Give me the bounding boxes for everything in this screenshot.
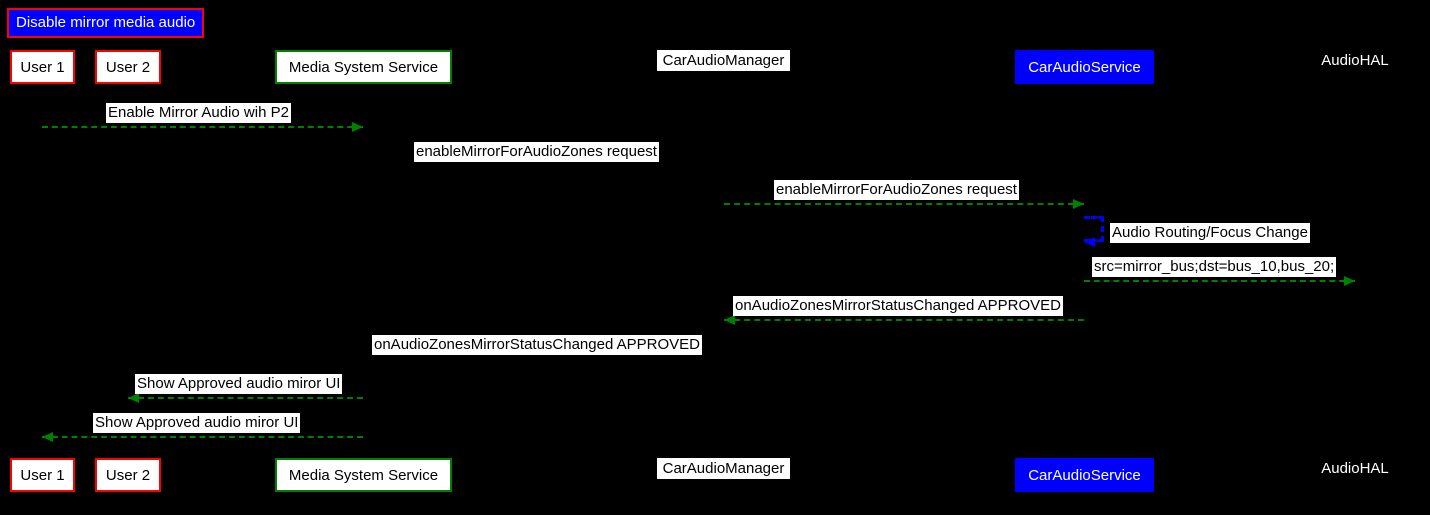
message-line-m5 (1084, 280, 1355, 282)
message-line-m9 (42, 436, 363, 438)
lifeline-mss (363, 84, 364, 458)
arrowhead-m4 (1084, 237, 1095, 247)
participant-label: User 1 (20, 466, 65, 484)
message-label-m2: enableMirrorForAudioZones request (414, 142, 659, 162)
participant-user1[interactable]: User 1 (10, 458, 75, 492)
participant-label: Media System Service (288, 466, 439, 484)
participant-label: AudioHAL (1321, 460, 1389, 477)
participant-user2[interactable]: User 2 (95, 458, 161, 492)
arrowhead-m9 (42, 432, 53, 442)
participant-label: CarAudioManager (662, 52, 785, 69)
message-label-m8: Show Approved audio miror UI (135, 374, 343, 394)
participant-audiohal[interactable]: AudioHAL (1312, 50, 1398, 71)
arrowhead-m2 (713, 161, 724, 171)
lifeline-cas (1084, 84, 1085, 458)
participant-audiohal[interactable]: AudioHAL (1312, 458, 1398, 479)
participant-mss[interactable]: Media System Service (275, 50, 452, 84)
message-label-m4: Audio Routing/Focus Change (1110, 223, 1310, 243)
message-label-m9: Show Approved audio miror UI (93, 413, 301, 433)
participant-label: CarAudioService (1028, 58, 1141, 76)
message-label-m1: Enable Mirror Audio wih P2 (106, 103, 291, 123)
lifeline-cam (724, 71, 725, 458)
message-line-m6 (724, 319, 1084, 321)
participant-user1[interactable]: User 1 (10, 50, 75, 84)
participant-label: AudioHAL (1321, 52, 1389, 69)
participant-cam[interactable]: CarAudioManager (657, 458, 790, 479)
arrowhead-m6 (724, 315, 735, 325)
participant-user2[interactable]: User 2 (95, 50, 161, 84)
participant-label: User 1 (20, 58, 65, 76)
participant-label: User 2 (105, 58, 151, 76)
lifeline-audiohal (1355, 71, 1356, 458)
arrowhead-m5 (1344, 276, 1355, 286)
lifeline-user2 (128, 84, 129, 458)
message-label-m3: enableMirrorForAudioZones request (774, 180, 1019, 200)
participant-mss[interactable]: Media System Service (275, 458, 452, 492)
participant-cam[interactable]: CarAudioManager (657, 50, 790, 71)
participant-label: Media System Service (288, 58, 439, 76)
arrowhead-m7 (363, 354, 374, 364)
lifeline-user1 (42, 84, 43, 458)
message-line-m2 (363, 165, 724, 167)
message-label-m5: src=mirror_bus;dst=bus_10,bus_20; (1092, 257, 1337, 277)
arrowhead-m1 (352, 122, 363, 132)
participant-label: CarAudioManager (662, 460, 785, 477)
diagram-title: Disable mirror media audio (7, 8, 205, 38)
arrowhead-m8 (128, 393, 139, 403)
message-line-m1 (42, 126, 363, 128)
message-line-m3 (724, 203, 1084, 205)
participant-label: User 2 (105, 466, 151, 484)
participant-cas[interactable]: CarAudioService (1015, 458, 1154, 492)
message-label-m7: onAudioZonesMirrorStatusChanged APPROVED (372, 335, 703, 355)
message-line-m8 (128, 397, 363, 399)
participant-label: CarAudioService (1028, 466, 1141, 484)
arrowhead-m3 (1073, 199, 1084, 209)
participant-cas[interactable]: CarAudioService (1015, 50, 1154, 84)
message-line-m7 (363, 358, 724, 360)
message-label-m6: onAudioZonesMirrorStatusChanged APPROVED (733, 296, 1064, 316)
